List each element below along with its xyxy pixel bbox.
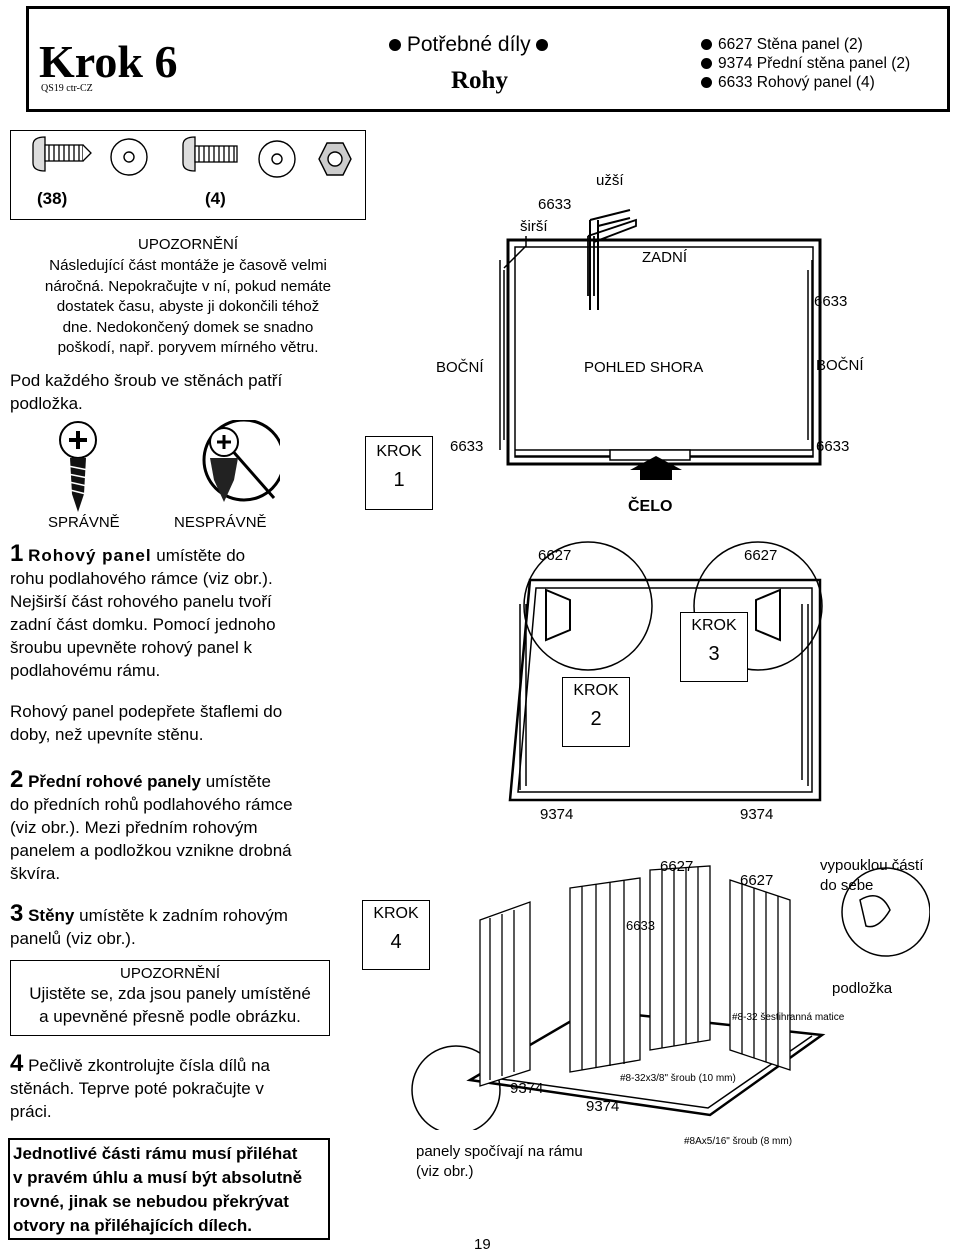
step-box: KROK 1 bbox=[365, 436, 433, 510]
quantity-label: (38) bbox=[37, 189, 68, 208]
washer-icon bbox=[110, 138, 148, 176]
needed-parts-label: Potřebné díly bbox=[406, 33, 531, 56]
part-label: 6633 bbox=[814, 293, 848, 310]
warning-text: Následující část montáže je časově velmi… bbox=[44, 257, 332, 356]
warning-text: Ujistěte se, zda jsou panely umístěné a … bbox=[29, 984, 311, 1026]
step2-text: 2 Přední rohové panely umístěte do předn… bbox=[10, 766, 293, 884]
washer-note: Pod každého šroub ve stěnách patří podlo… bbox=[10, 371, 283, 413]
hardware-box: (38) (4) bbox=[10, 130, 366, 220]
quantity-label: (4) bbox=[205, 189, 226, 208]
step1-support-note: Rohový panel podepřete štaflemi do doby,… bbox=[10, 702, 283, 744]
front-label: ČELO bbox=[628, 498, 673, 515]
part-label: 6633 bbox=[538, 196, 572, 213]
bullet-icon bbox=[701, 58, 712, 70]
part-label: 9374 bbox=[740, 806, 774, 823]
step-box: KROK 4 bbox=[362, 900, 430, 970]
frame-rest-note: panely spočívají na rámu (viz obr.) bbox=[416, 1143, 583, 1180]
section-title: Rohy bbox=[451, 67, 508, 94]
parts-list: 6627 Stěna panel (2) 9374 Přední stěna p… bbox=[701, 35, 910, 92]
bullet-icon bbox=[536, 39, 549, 52]
part-label: 9374 bbox=[540, 806, 574, 823]
part-label: 6633 bbox=[450, 438, 484, 455]
needed-parts-heading: Potřebné díly bbox=[389, 33, 549, 57]
screw-comparison bbox=[59, 420, 280, 512]
wider-label: širší bbox=[520, 218, 548, 235]
header-box: Krok 6 QS19 ctr-CZ Potřebné díly Rohy 66… bbox=[26, 6, 950, 112]
screw-label: #8Ax5/16" šroub (8 mm) bbox=[684, 1136, 793, 1147]
bullet-icon bbox=[389, 39, 401, 52]
step-number: 3 bbox=[10, 900, 24, 927]
step-title: Krok 6 bbox=[39, 36, 178, 87]
part-label: 9374 bbox=[586, 1098, 620, 1115]
screw-icon bbox=[32, 136, 92, 172]
frame-note-box: Jednotlivé části rámu musí přiléhat v pr… bbox=[8, 1138, 330, 1240]
part-label: 6627 bbox=[660, 858, 694, 875]
bullet-icon bbox=[701, 77, 712, 89]
hardware-illustration bbox=[32, 136, 352, 178]
part-label: 6627 bbox=[538, 547, 572, 564]
part-label: 6633 bbox=[816, 438, 850, 455]
step-number: 4 bbox=[10, 1050, 24, 1077]
assembly-diagram bbox=[411, 865, 930, 1130]
step-box: KROK 2 bbox=[562, 677, 630, 747]
step-number: 1 bbox=[10, 540, 24, 567]
parts-list-item: 6627 Stěna panel (2) bbox=[701, 35, 910, 54]
part-label: 6627 bbox=[744, 547, 778, 564]
warning-box: UPOZORNĚNÍ Ujistěte se, zda jsou panely … bbox=[10, 960, 330, 1036]
nut-label: #8-32 šestihranná matice bbox=[732, 1012, 845, 1023]
step1-text: 1 Rohový panel umístěte do rohu podlahov… bbox=[10, 540, 276, 681]
page-number: 19 bbox=[474, 1236, 491, 1253]
part-label: 6627 bbox=[740, 872, 774, 889]
bulge-note: vypouklou částí do sebe bbox=[820, 857, 924, 894]
step-number: 2 bbox=[10, 766, 24, 793]
correct-label: SPRÁVNĚ bbox=[48, 514, 120, 531]
corner-placement-diagram bbox=[508, 541, 823, 802]
wrong-screw-icon bbox=[202, 420, 280, 502]
warning-title: UPOZORNĚNÍ bbox=[137, 236, 238, 253]
part-label: 6633 bbox=[626, 918, 655, 933]
back-label: ZADNÍ bbox=[642, 249, 687, 266]
wall-panel-icon bbox=[479, 865, 791, 1087]
washer-label: podložka bbox=[832, 980, 893, 997]
top-view-diagram bbox=[499, 209, 822, 480]
front-arrow-icon bbox=[630, 456, 682, 480]
step3-text: 3 Stěny umístěte k zadním rohovým panelů… bbox=[10, 900, 288, 949]
side-label-left: BOČNÍ bbox=[436, 359, 484, 376]
part-label: 9374 bbox=[510, 1080, 544, 1097]
document-code: QS19 ctr-CZ bbox=[41, 83, 93, 94]
corner-detail-illustration bbox=[503, 218, 637, 296]
warning-title: UPOZORNĚNÍ bbox=[119, 965, 220, 982]
screw-label: #8-32x3/8" šroub (10 mm) bbox=[620, 1073, 736, 1084]
bullet-icon bbox=[701, 39, 712, 51]
wrong-label: NESPRÁVNĚ bbox=[174, 514, 267, 531]
washer-icon bbox=[258, 140, 296, 178]
bolt-icon bbox=[182, 136, 238, 172]
parts-list-item: 9374 Přední stěna panel (2) bbox=[701, 54, 910, 73]
step4-text: 4 Pečlivě zkontrolujte čísla dílů na stě… bbox=[10, 1050, 270, 1122]
narrower-label: užší bbox=[596, 172, 624, 189]
hex-nut-icon bbox=[318, 142, 352, 176]
parts-list-item: 6633 Rohový panel (4) bbox=[701, 73, 910, 92]
top-view-label: POHLED SHORA bbox=[584, 359, 704, 376]
step-box: KROK 3 bbox=[680, 612, 748, 682]
correct-screw-icon bbox=[59, 421, 97, 512]
side-label-right: BOČNÍ bbox=[816, 357, 864, 374]
